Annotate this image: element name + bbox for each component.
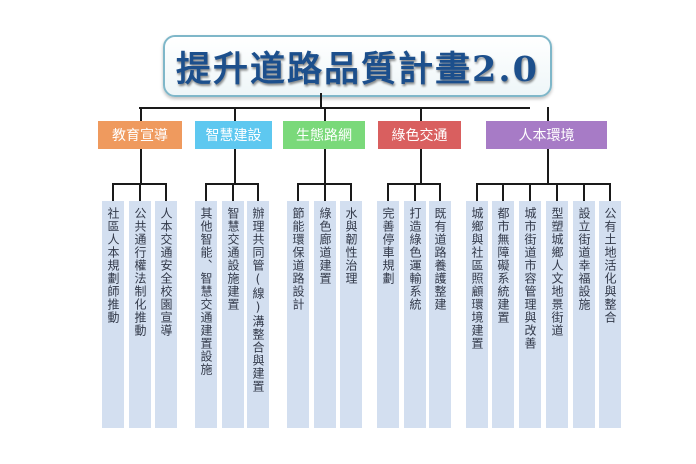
- subitem-box: 辦理共同管(線)溝整合與建置: [247, 201, 269, 428]
- subitem-box: 人本交通安全校園宣導: [155, 201, 177, 428]
- subitem-label: 其他智能、智慧交通建置設施: [199, 207, 213, 376]
- subitem-box: 公有土地活化與整合: [599, 201, 621, 428]
- category-label: 綠色交通: [391, 128, 448, 144]
- subitem-box: 其他智能、智慧交通建置設施: [195, 201, 217, 428]
- subitem-box: 綠色廊道建置: [314, 201, 336, 428]
- category-label: 教育宣導: [112, 128, 168, 144]
- category-box: 教育宣導: [98, 121, 182, 149]
- subitem-box: 型塑城鄉人文地景街道: [546, 201, 568, 428]
- subitem-label: 打造綠色運輸系統: [408, 207, 422, 311]
- connector-line: [139, 107, 530, 109]
- connector-line: [420, 149, 422, 184]
- connector-line: [324, 107, 326, 121]
- diagram-title: 提升道路品質計畫2.0: [176, 48, 539, 90]
- connector-line: [476, 183, 611, 185]
- subitem-box: 城市街道市容管理與改善: [519, 201, 541, 428]
- category-box: 生態路網: [283, 121, 365, 149]
- category-box: 智慧建設: [195, 121, 272, 149]
- subitem-box: 智慧交通設施建置: [222, 201, 244, 428]
- subitem-box: 都市無障礙系統建置: [492, 201, 514, 428]
- subitem-box: 設立街道幸福設施: [573, 201, 595, 428]
- connector-line: [414, 183, 416, 201]
- connector-line: [139, 183, 141, 201]
- category-box: 綠色交通: [378, 121, 461, 149]
- connector-line: [502, 183, 504, 201]
- subitem-label: 都市無障礙系統建置: [496, 207, 510, 324]
- connector-line: [234, 107, 236, 121]
- connector-line: [232, 183, 234, 201]
- subitem-label: 人本交通安全校園宣導: [159, 207, 173, 337]
- subitem-box: 公共通行權法制化推動: [129, 201, 151, 428]
- subitem-box: 節能環保道路設計: [287, 201, 309, 428]
- connector-line: [529, 183, 531, 201]
- subitem-box: 既有道路養護整建: [429, 201, 451, 428]
- connector-line: [556, 183, 558, 201]
- subitem-label: 辦理共同管(線)溝整合與建置: [251, 207, 265, 393]
- connector-line: [439, 183, 441, 201]
- subitem-box: 打造綠色運輸系統: [404, 201, 426, 428]
- connector-line: [547, 107, 549, 121]
- subitem-label: 節能環保道路設計: [291, 207, 305, 311]
- connector-line: [420, 107, 422, 121]
- connector-line: [205, 183, 207, 201]
- subitem-label: 設立街道幸福設施: [577, 207, 591, 311]
- subitem-box: 城鄉與社區照顧環境建置: [466, 201, 488, 428]
- connector-line: [324, 149, 326, 184]
- subitem-box: 水與韌性治理: [340, 201, 362, 428]
- connector-line: [583, 183, 585, 201]
- connector-line: [350, 183, 352, 201]
- connector-line: [140, 149, 142, 184]
- subitem-label: 既有道路養護整建: [433, 207, 447, 311]
- category-box: 人本環境: [486, 121, 607, 149]
- subitem-box: 社區人本規劃師推動: [102, 201, 124, 428]
- subitem-label: 公共通行權法制化推動: [133, 207, 147, 337]
- subitem-label: 社區人本規劃師推動: [106, 207, 120, 324]
- subitem-label: 型塑城鄉人文地景街道: [550, 207, 564, 337]
- connector-line: [324, 183, 326, 201]
- connector-line: [387, 183, 389, 201]
- connector-line: [257, 183, 259, 201]
- subitem-label: 公有土地活化與整合: [603, 207, 617, 324]
- connector-line: [140, 107, 142, 121]
- subitem-label: 城市街道市容管理與改善: [523, 207, 537, 350]
- subitem-box: 完善停車規劃: [377, 201, 399, 428]
- subitem-label: 綠色廊道建置: [318, 207, 332, 285]
- title-box: 提升道路品質計畫2.0: [163, 35, 552, 97]
- subitem-label: 水與韌性治理: [344, 207, 358, 285]
- category-label: 人本環境: [518, 128, 575, 144]
- subitem-label: 完善停車規劃: [381, 207, 395, 285]
- subitem-label: 城鄉與社區照顧環境建置: [470, 207, 484, 350]
- connector-line: [609, 183, 611, 201]
- connector-line: [112, 183, 114, 201]
- connector-line: [297, 183, 299, 201]
- connector-line: [547, 149, 549, 184]
- connector-line: [320, 93, 322, 108]
- category-label: 生態路網: [296, 128, 352, 144]
- connector-line: [234, 149, 236, 184]
- subitem-label: 智慧交通設施建置: [226, 207, 240, 311]
- connector-line: [476, 183, 478, 201]
- category-label: 智慧建設: [205, 128, 262, 144]
- connector-line: [165, 183, 167, 201]
